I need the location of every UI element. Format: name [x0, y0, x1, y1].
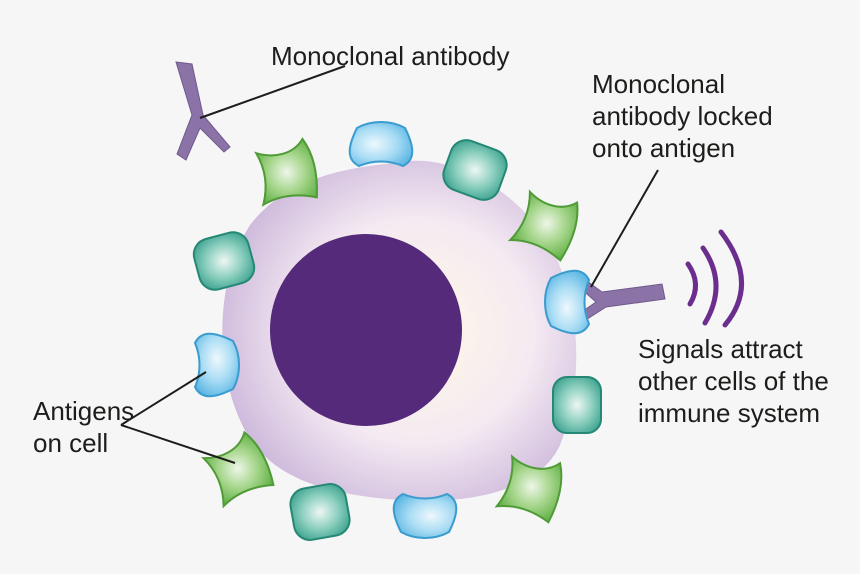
teal-antigen-icon	[442, 139, 508, 201]
label-antibody-locked: Monoclonal antibody locked onto antigen	[592, 69, 773, 163]
leader-lines	[120, 65, 659, 464]
blue-antigen-icon	[544, 269, 591, 335]
green-antigen-icon	[200, 430, 275, 509]
teal-antigen-icon	[289, 483, 351, 541]
blue-antigen-icon	[348, 121, 414, 168]
blue-antigen-icon	[193, 332, 240, 398]
leader-line-antigen-upper	[120, 371, 207, 426]
label-monoclonal-antibody: Monoclonal antibody	[271, 41, 510, 71]
teal-antigen-icon	[192, 231, 256, 291]
nucleus	[270, 234, 462, 426]
green-antigen-icon	[507, 189, 579, 262]
teal-antigen-icon	[552, 376, 602, 434]
leader-line-free-antibody	[199, 65, 346, 119]
green-antigen-icon	[494, 454, 563, 524]
blue-antigen-icon	[392, 492, 458, 539]
leader-line-antigen-lower	[120, 424, 236, 464]
free-antibody-icon	[175, 61, 231, 161]
label-antigens-on-cell: Antigens on cell	[33, 396, 135, 458]
label-signals: Signals attract other cells of the immun…	[638, 334, 829, 428]
leader-line-locked-antibody	[590, 169, 659, 288]
green-antigen-icon	[254, 137, 319, 207]
signal-waves-icon	[685, 229, 745, 328]
